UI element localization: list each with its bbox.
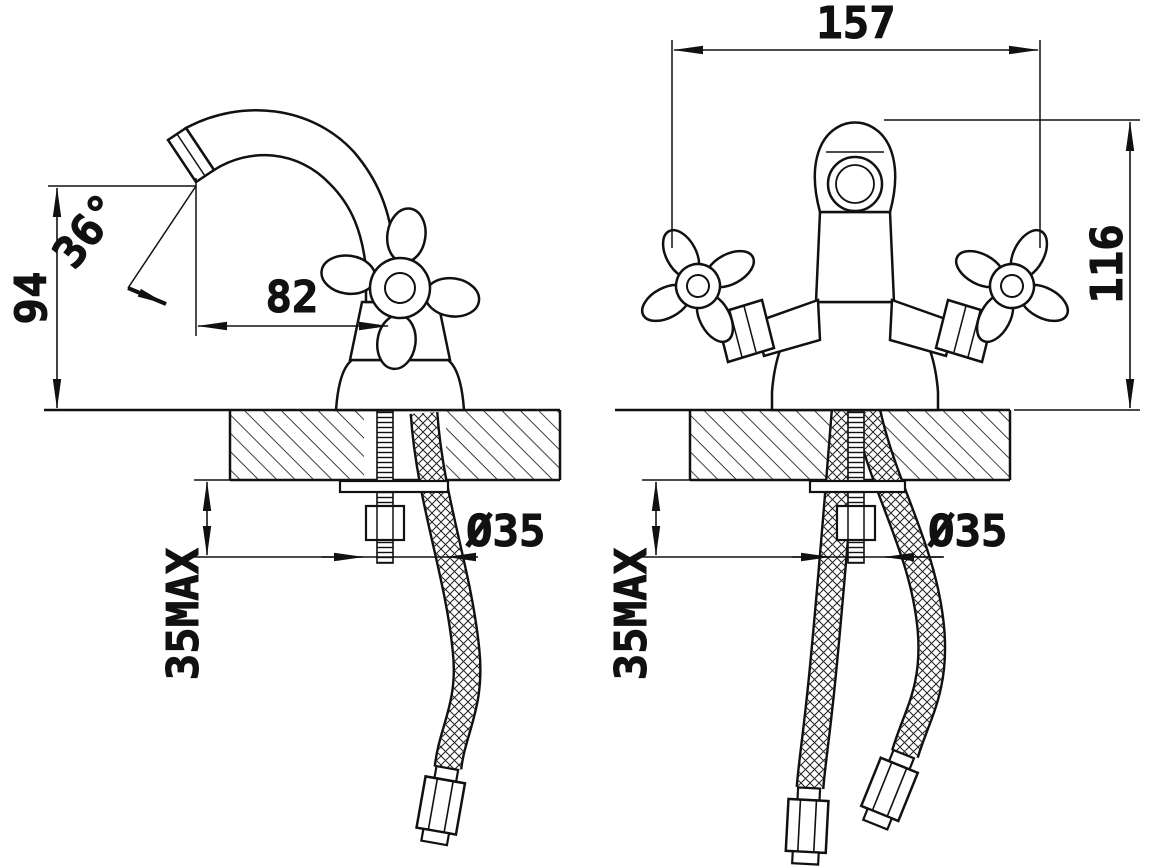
dimension-angle-36: 36° [43, 184, 197, 306]
dimension-deck-35max-side: 35MAX [158, 479, 478, 681]
mounting-nut-side [364, 504, 406, 542]
front-view: 157 116 35MAX Ø35 [606, 0, 1140, 867]
cross-handle-side [320, 207, 481, 371]
dim-label-82: 82 [266, 272, 319, 323]
side-view: 94 36° 82 35MAX Ø35 [6, 108, 562, 848]
mounting-nut-front [835, 504, 877, 542]
counter-section-front [615, 408, 1012, 482]
dimension-height-116: 116 [884, 119, 1140, 411]
dim-label-dia35-side: Ø35 [465, 506, 545, 557]
dim-label-157: 157 [816, 0, 895, 49]
dim-label-dia35-front: Ø35 [927, 506, 1007, 557]
dimension-height-94: 94 [6, 185, 196, 409]
valve-arm-left [714, 298, 822, 364]
dimension-hole-dia-front: Ø35 [792, 506, 1008, 562]
mount-washer-front [808, 479, 907, 494]
dim-label-116: 116 [1082, 224, 1133, 303]
cross-handle-front-right [954, 228, 1070, 344]
supply-hose-front-right [852, 408, 947, 834]
dim-label-35max-side: 35MAX [158, 548, 209, 680]
dim-label-35max-front: 35MAX [606, 548, 657, 680]
faucet-body-front [814, 210, 896, 304]
counter-section-side [44, 408, 562, 482]
dimension-hole-dia-side: Ø35 [322, 506, 546, 562]
hose-hex-nut [783, 785, 831, 867]
cross-handle-front-left [640, 228, 756, 344]
hose-hex-nut [855, 745, 924, 834]
mount-washer-side [338, 479, 450, 494]
spout-head-front [813, 121, 897, 214]
hose-hex-nut [413, 763, 469, 848]
dimension-reach-82: 82 [195, 178, 389, 336]
dim-label-94: 94 [6, 272, 57, 325]
dimension-width-157: 157 [671, 0, 1041, 248]
